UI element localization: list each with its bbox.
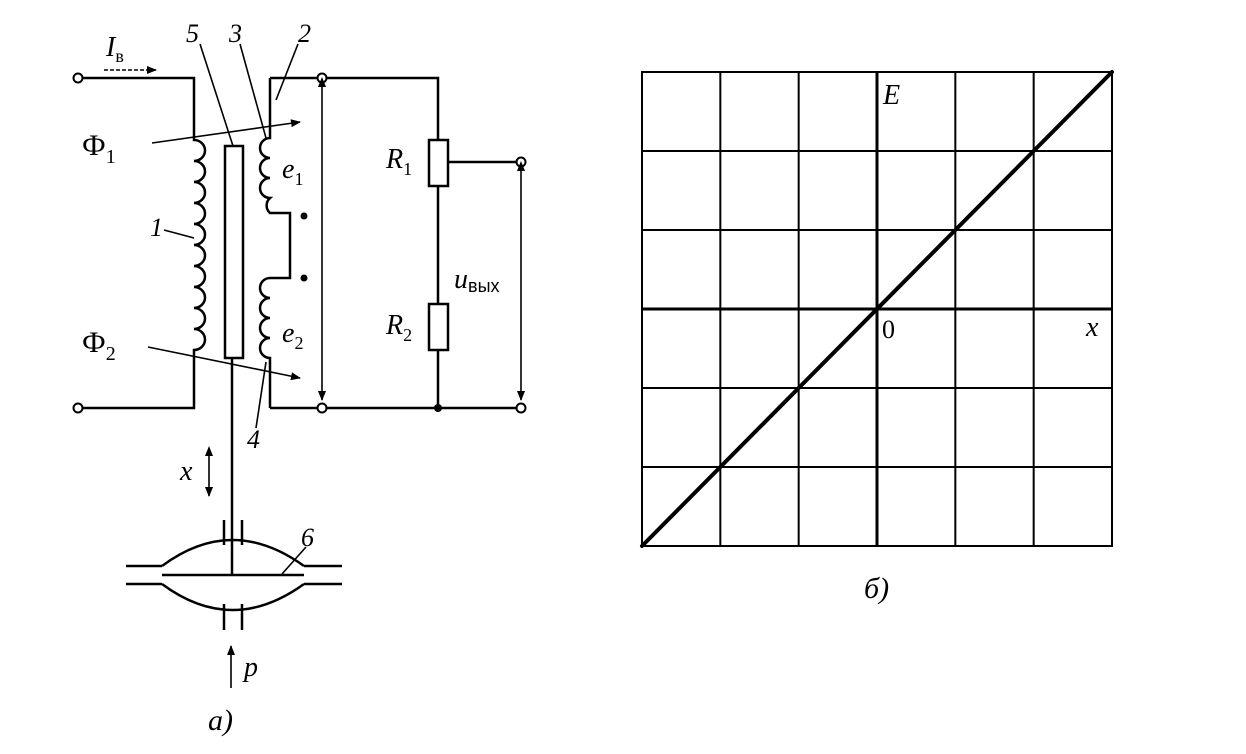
secondary-winding-4 <box>258 276 272 408</box>
bridge-wire-top <box>270 76 440 140</box>
leader-3 <box>239 43 267 139</box>
resistor-label-1: R1 <box>385 144 412 179</box>
part-label-2: 2 <box>298 19 311 48</box>
emf-label-1: e1 <box>282 154 303 189</box>
core-5 <box>223 144 245 360</box>
capsule-top <box>161 538 305 568</box>
resistor-r1 <box>427 138 450 188</box>
leader-5 <box>199 43 234 147</box>
terminal-a <box>316 72 328 84</box>
input-terminal-top <box>72 72 84 84</box>
output-terminal-bottom <box>515 402 527 414</box>
leader-2 <box>275 43 299 101</box>
resistor-r2 <box>427 302 450 352</box>
flux-label-1: Ф1 <box>82 129 116 168</box>
caption-a: а) <box>208 704 233 737</box>
series-line <box>640 70 1114 548</box>
polarity-dot-bottom <box>300 274 308 282</box>
capsule-bottom <box>161 582 305 612</box>
output-terminal-top <box>515 156 527 168</box>
current-label: Iв <box>105 32 124 66</box>
input-terminal-bottom <box>72 402 84 414</box>
flux-arrow-2 <box>147 346 301 381</box>
leader-1 <box>163 229 195 239</box>
part-label-6: 6 <box>301 523 314 552</box>
output-label: uвых <box>454 264 500 296</box>
secondary-winding-3 <box>258 78 292 280</box>
flux-label-2: Ф2 <box>82 326 116 365</box>
junction-dot <box>434 404 442 412</box>
part-label-4: 4 <box>247 425 260 454</box>
resistor-label-2: R2 <box>385 310 412 345</box>
polarity-dot-top <box>300 212 308 220</box>
flux-arrow-1 <box>151 119 301 144</box>
input-wire-top <box>82 76 196 128</box>
part-label-1: 1 <box>150 213 163 242</box>
input-wire-bottom <box>82 362 196 410</box>
primary-winding-1 <box>192 128 207 362</box>
displacement-label: x <box>179 456 193 487</box>
transducer-circuit: Iв 5 3 2 1 4 6 Ф1 Ф2 e1 e2 R1 R2 uвых x … <box>72 19 527 737</box>
pressure-label: p <box>242 652 258 683</box>
leader-4 <box>255 361 267 429</box>
terminal-b <box>316 402 328 414</box>
x-axis-label: x <box>1085 312 1099 343</box>
origin-label: 0 <box>882 315 895 344</box>
emf-label-2: e2 <box>282 318 303 353</box>
part-label-5: 5 <box>186 19 199 48</box>
part-label-3: 3 <box>228 19 242 48</box>
characteristic-chart: E x 0 б) <box>640 70 1114 605</box>
caption-b: б) <box>864 572 889 605</box>
y-axis-label: E <box>882 80 900 111</box>
